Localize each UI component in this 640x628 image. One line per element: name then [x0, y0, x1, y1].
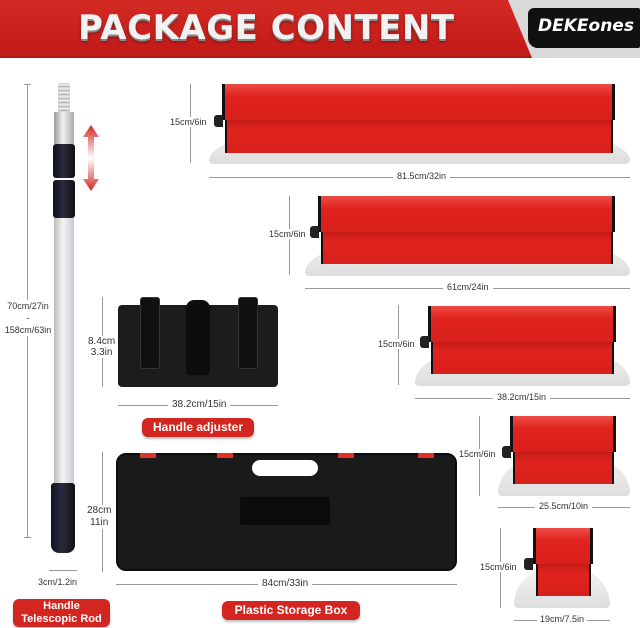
box-latch: [217, 453, 233, 458]
tick: [24, 84, 31, 85]
box-height-dimension: 28cm 11in: [87, 505, 112, 529]
spatula-4-clip: [502, 446, 511, 458]
box-width-dimension: 84cm/33in: [258, 578, 313, 589]
rod-length-dimension: 70cm/27in - 158cm/63in: [0, 300, 56, 336]
rod-diameter-line: [49, 570, 77, 571]
spatula-4-height: 15cm/6in: [459, 449, 496, 459]
spatula-3-width: 38.2cm/15in: [493, 392, 551, 402]
box-height-in: 11in: [90, 517, 109, 528]
spatula-5-height: 15cm/6in: [480, 562, 517, 572]
spatula-5-holder: [533, 528, 593, 564]
spatula-4-holder-lower: [513, 452, 614, 484]
box-label: Plastic Storage Box: [222, 601, 360, 620]
box-height-cm: 28cm: [87, 505, 112, 516]
adjuster-height-in: 3.3in: [90, 347, 113, 358]
spatula-3-holder-lower: [431, 342, 614, 374]
rod-lock-grip-1: [53, 144, 75, 178]
extend-arrow-icon: [83, 125, 99, 191]
spatula-2-holder-lower: [321, 232, 613, 264]
rod-threaded-tip: [58, 83, 70, 113]
spatula-5-holder-lower: [536, 564, 591, 596]
rod-silver-tube: [54, 218, 74, 483]
brand-logo: DEKEones: [538, 16, 634, 36]
rod-length-max: 158cm/63in: [4, 325, 52, 335]
spatula-2-clip: [310, 226, 319, 238]
rod-length-min: 70cm/27in: [7, 301, 49, 311]
rod-label-line2: Telescopic Rod: [21, 613, 102, 625]
rod-label: Handle Telescopic Rod: [13, 599, 110, 627]
adjuster-height-cm: 8.4cm: [88, 336, 116, 347]
box-latch: [418, 453, 434, 458]
rod-diameter-dimension: 3cm/1.2in: [38, 577, 78, 587]
spatula-1-clip: [214, 115, 223, 127]
spatula-4-width: 25.5cm/10in: [535, 501, 593, 511]
spatula-4-holder: [510, 416, 616, 452]
spatula-5-width: 19cm/7.5in: [537, 614, 588, 624]
adjuster-width-dimension: 38.2cm/15in: [168, 399, 231, 410]
rod-label-line1: Handle: [43, 600, 80, 612]
spatula-1-holder-lower: [225, 120, 613, 153]
adjuster-socket: [186, 300, 210, 375]
spatula-3-height: 15cm/6in: [378, 339, 415, 349]
spatula-3-holder: [428, 306, 616, 342]
box-center-panel: [240, 497, 330, 525]
adjuster-height-dimension: 8.4cm 3.3in: [88, 336, 116, 358]
spatula-3-clip: [420, 336, 429, 348]
adjuster-clip-right: [238, 297, 258, 369]
rod-lock-grip-2: [53, 180, 75, 218]
rod-metal-collar: [54, 112, 74, 144]
spatula-2-width: 61cm/24in: [443, 282, 493, 292]
spatula-1-width: 81.5cm/32in: [393, 171, 451, 181]
spatula-2-height: 15cm/6in: [269, 229, 306, 239]
tick: [24, 537, 31, 538]
spatula-1-height: 15cm/6in: [170, 117, 207, 127]
separator: -: [26, 313, 30, 323]
spatula-5-clip: [524, 558, 533, 570]
spatula-2-holder: [318, 196, 615, 232]
box-latch: [140, 453, 156, 458]
box-latch: [338, 453, 354, 458]
page-title: PACKAGE CONTENT: [78, 8, 455, 48]
box-handle-opening: [252, 460, 318, 476]
rod-handle-grip: [51, 483, 75, 553]
spatula-1-holder: [222, 84, 615, 120]
adjuster-label: Handle adjuster: [142, 418, 254, 437]
adjuster-clip-left: [140, 297, 160, 369]
brand-brush-stroke: [528, 8, 640, 48]
